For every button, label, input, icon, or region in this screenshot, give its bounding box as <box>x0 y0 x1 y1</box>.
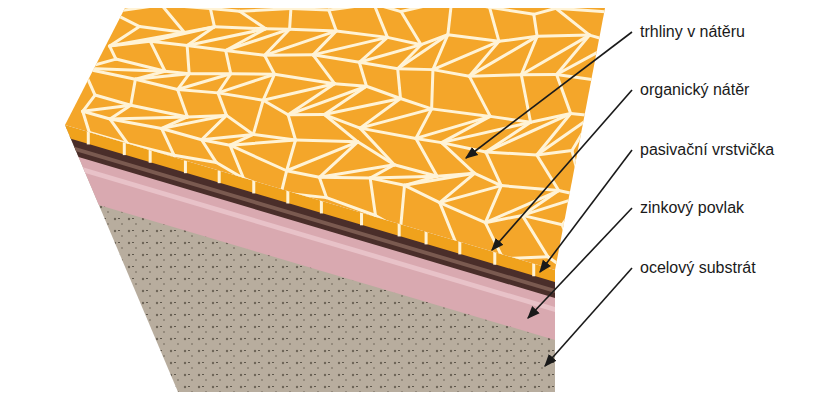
layer-label: zinkový povlak <box>640 198 744 218</box>
layer-label: ocelový substrát <box>640 258 756 278</box>
layer-label: organický nátěr <box>640 80 749 100</box>
layer-label: trhliny v nátěru <box>640 22 745 42</box>
organic-coating-top <box>65 8 605 270</box>
leader-lines <box>466 32 632 366</box>
coating-cracks <box>83 0 616 280</box>
layer-label: pasivační vrstvička <box>640 140 774 160</box>
